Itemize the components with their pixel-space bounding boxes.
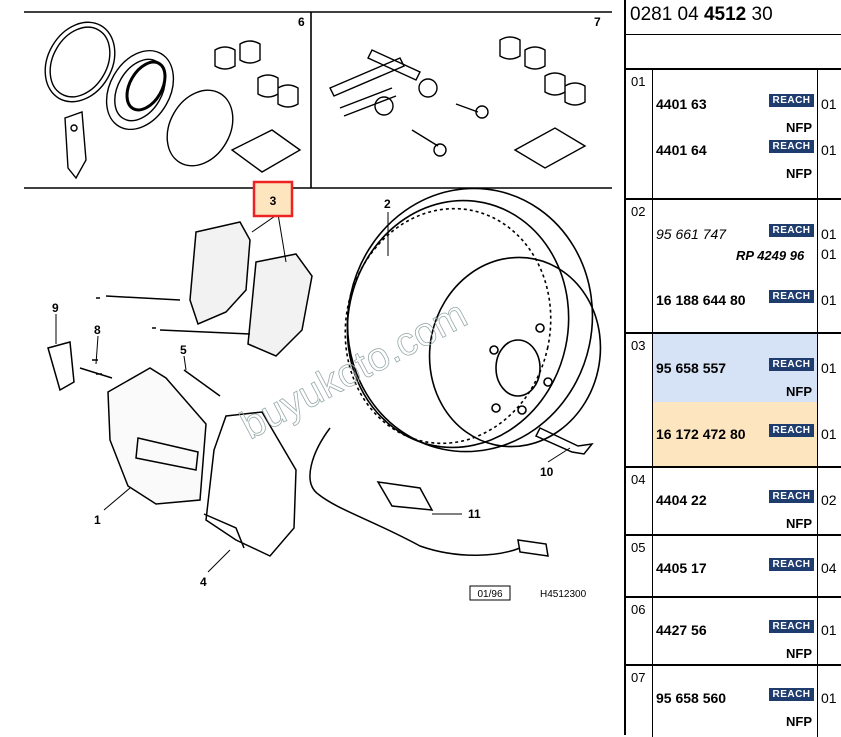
reach-badge: REACH: [769, 490, 814, 503]
group-number: 04: [631, 472, 646, 487]
part-ref[interactable]: 95 661 747: [656, 226, 727, 242]
reach-badge: REACH: [769, 424, 814, 437]
callout-10[interactable]: 10: [540, 465, 554, 479]
inset-7-bolt-kit: [329, 36, 587, 169]
reach-badge: REACH: [769, 224, 814, 237]
quantity: 01: [821, 292, 837, 308]
callout-1[interactable]: 1: [94, 513, 101, 527]
group-number: 06: [631, 602, 646, 617]
part-ref[interactable]: 95 658 560: [656, 690, 727, 706]
nfp-tag: NFP: [786, 384, 812, 399]
quantity: 02: [821, 492, 837, 508]
diagram-code: H4512300: [540, 589, 587, 600]
quantity: 01: [821, 246, 837, 262]
brake-pads: [96, 221, 313, 357]
group-number: 03: [631, 338, 646, 353]
callout-2[interactable]: 2: [384, 197, 391, 211]
callout-8[interactable]: 8: [94, 323, 101, 337]
quantity: 01: [821, 96, 837, 112]
group-number: 07: [631, 670, 646, 685]
caliper-bracket: [203, 411, 297, 557]
quantity: 01: [821, 426, 837, 442]
part-ref[interactable]: 4427 56: [656, 622, 707, 638]
bolt-10: [534, 427, 594, 455]
group-number: 01: [631, 74, 646, 89]
quantity: 01: [821, 226, 837, 242]
group-03: 03 95 658 557 REACH 01 NFP 16 172 472 80…: [626, 332, 841, 466]
reach-badge: REACH: [769, 620, 814, 633]
group-number: 05: [631, 540, 646, 555]
reach-badge: REACH: [769, 358, 814, 371]
brake-disc: [344, 187, 602, 453]
part-ref[interactable]: 4401 63: [656, 96, 707, 112]
brake-assembly-diagram: buyukoto.com 3 6 7 2 9 8 5 1 4 10 11 01/…: [24, 11, 612, 601]
nfp-tag: NFP: [786, 120, 812, 135]
reach-badge: REACH: [769, 140, 814, 153]
callout-11[interactable]: 11: [468, 507, 481, 521]
part-ref[interactable]: 4405 17: [656, 560, 707, 576]
group-05: 05 4405 17 REACH 04: [626, 534, 841, 596]
part-ref[interactable]: 95 658 557: [656, 360, 727, 376]
quantity: 04: [821, 560, 837, 576]
part-ref[interactable]: 4404 22: [656, 492, 707, 508]
callout-4[interactable]: 4: [200, 575, 207, 589]
quantity: 01: [821, 622, 837, 638]
callout-5[interactable]: 5: [180, 343, 187, 357]
caliper: [47, 341, 221, 505]
reach-badge: REACH: [769, 688, 814, 701]
inset-6-seal-kit: [44, 21, 302, 180]
leader-lines: [55, 212, 571, 573]
nfp-tag: NFP: [786, 516, 812, 531]
callout-3[interactable]: 3: [270, 194, 277, 208]
callout-6[interactable]: 6: [298, 15, 305, 29]
reach-badge: REACH: [769, 94, 814, 107]
quantity: 01: [821, 142, 837, 158]
callout-9[interactable]: 9: [52, 301, 59, 315]
group-02: 02 95 661 747 REACH 01 RP 4249 96 01 16 …: [626, 198, 841, 332]
part-ref[interactable]: 16 188 644 80: [656, 292, 746, 308]
replacement-note: RP 4249 96: [736, 248, 805, 263]
group-number: 02: [631, 204, 646, 219]
inset-boxes: [24, 11, 612, 189]
quantity: 01: [821, 690, 837, 706]
group-07: 07 95 658 560 REACH 01 NFP: [626, 664, 841, 737]
group-01: 01 4401 63 REACH 01 NFP 4401 64 REACH 01…: [626, 68, 841, 198]
date-stamp-box: [469, 585, 511, 601]
date-stamp: 01/96: [477, 589, 502, 600]
part-number-header: 0281 04 4512 30: [630, 4, 773, 25]
reach-badge: REACH: [769, 290, 814, 303]
group-06: 06 4427 56 REACH 01 NFP: [626, 596, 841, 664]
nfp-tag: NFP: [786, 646, 812, 661]
reach-badge: REACH: [769, 558, 814, 571]
nfp-tag: NFP: [786, 714, 812, 729]
part-ref[interactable]: 16 172 472 80: [656, 426, 746, 442]
callout-7[interactable]: 7: [594, 15, 601, 29]
wear-sensor-11: [309, 427, 549, 557]
quantity: 01: [821, 360, 837, 376]
selected-label-box[interactable]: [252, 180, 294, 218]
part-ref[interactable]: 4401 64: [656, 142, 707, 158]
nfp-tag: NFP: [786, 166, 812, 181]
parts-list-panel: 0281 04 4512 30 01 4401 63 REACH 01 NFP …: [624, 0, 841, 737]
group-04: 04 4404 22 REACH 02 NFP: [626, 466, 841, 534]
